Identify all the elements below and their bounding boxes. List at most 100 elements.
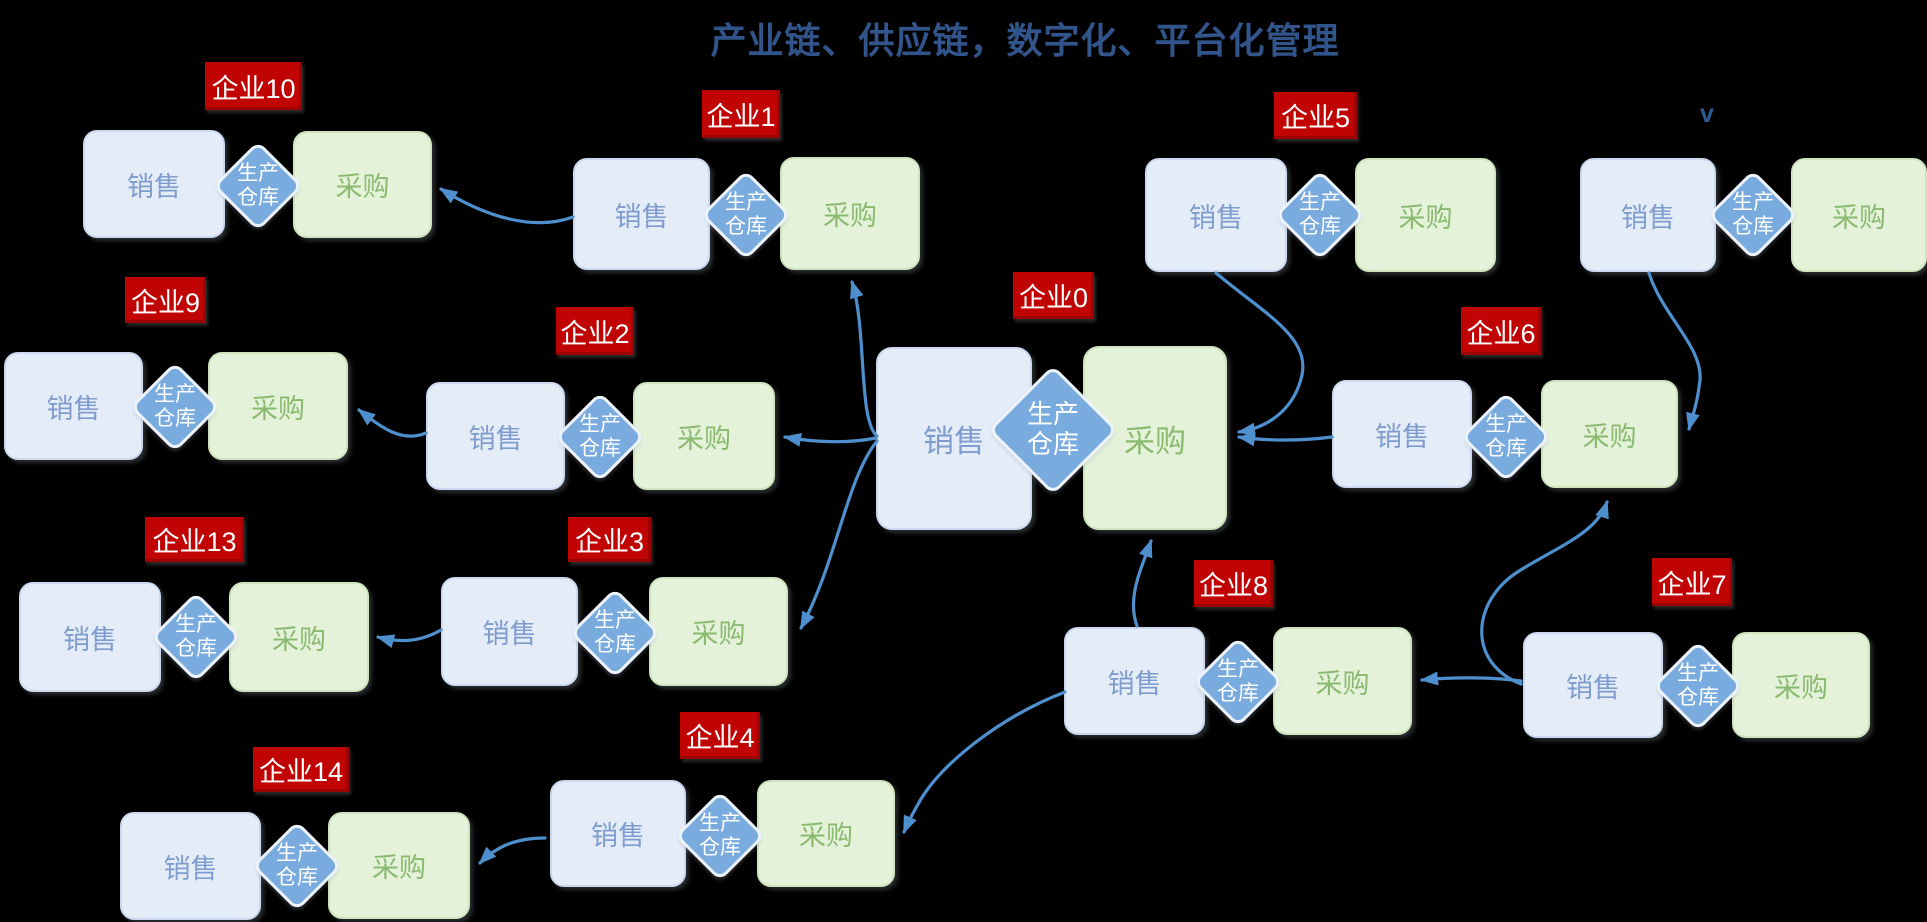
sales-box[interactable]: 销售 (1145, 158, 1287, 272)
enterprise-label-企业4[interactable]: 企业4 (680, 712, 760, 759)
production-warehouse-diamond[interactable]: 生产 仓库 (129, 361, 221, 453)
enterprise-label-text: 企业8 (1198, 571, 1269, 601)
sales-box[interactable]: 销售 (1064, 627, 1205, 735)
sales-box-label: 销售 (468, 423, 523, 454)
procurement-box-label: 采购 (1398, 202, 1453, 233)
arrow-企业8-销售-to-企业4-采购 (902, 690, 1067, 834)
page-title: 产业链、供应链，数字化、平台化管理 (710, 20, 1340, 61)
procurement-box[interactable]: 采购 (649, 577, 788, 686)
sales-box[interactable]: 销售 (1580, 158, 1716, 272)
sales-box[interactable]: 销售 (1332, 380, 1472, 488)
procurement-box[interactable]: 采购 (780, 157, 920, 270)
sales-box[interactable]: 销售 (550, 780, 686, 887)
production-warehouse-label: 生产 仓库 (579, 412, 621, 460)
production-warehouse-diamond[interactable]: 生产 仓库 (1707, 169, 1799, 261)
sales-box[interactable]: 销售 (120, 812, 261, 920)
production-warehouse-label: 生产 仓库 (1485, 412, 1527, 460)
production-warehouse-diamond[interactable]: 生产 仓库 (1192, 636, 1284, 728)
production-warehouse-label: 生产 仓库 (276, 841, 318, 889)
production-warehouse-diamond[interactable]: 生产 仓库 (212, 140, 304, 232)
production-warehouse-diamond[interactable]: 生产 仓库 (674, 790, 766, 882)
enterprise-label-text: 企业1 (706, 101, 776, 132)
sales-box-label: 销售 (1621, 202, 1675, 233)
enterprise-label-企业2[interactable]: 企业2 (556, 307, 634, 355)
procurement-box[interactable]: 采购 (1791, 158, 1927, 272)
procurement-box[interactable]: 采购 (633, 382, 775, 490)
enterprise-label-企业8[interactable]: 企业8 (1194, 560, 1273, 607)
arrow-企业0-销售-to-企业2-采购 (783, 433, 878, 447)
enterprise-label-企业5[interactable]: 企业5 (1274, 92, 1357, 139)
arrow-企业0-销售-to-企业3-采购 (799, 439, 879, 630)
enterprise-label-企业1[interactable]: 企业1 (702, 90, 780, 138)
production-warehouse-diamond[interactable]: 生产 仓库 (569, 587, 661, 679)
sales-box[interactable]: 销售 (441, 577, 578, 686)
sales-box-label: 销售 (923, 424, 985, 459)
enterprise-label-企业3[interactable]: 企业3 (568, 517, 651, 562)
enterprise-label-企业6[interactable]: 企业6 (1461, 307, 1541, 355)
procurement-box[interactable]: 采购 (1355, 158, 1496, 272)
enterprise-label-企业9[interactable]: 企业9 (125, 277, 206, 323)
procurement-box[interactable]: 采购 (293, 131, 432, 238)
production-warehouse-diamond[interactable]: 生产 仓库 (987, 364, 1119, 496)
enterprise-label-企业0[interactable]: 企业0 (1013, 272, 1094, 319)
production-warehouse-label: 生产 仓库 (594, 608, 636, 656)
production-warehouse-label: 生产 仓库 (1217, 657, 1259, 705)
production-warehouse-diamond[interactable]: 生产 仓库 (251, 820, 343, 912)
procurement-box[interactable]: 采购 (328, 812, 470, 919)
production-warehouse-diamond[interactable]: 生产 仓库 (1274, 169, 1366, 261)
procurement-box[interactable]: 采购 (229, 582, 369, 692)
procurement-box-label: 采购 (1582, 421, 1637, 452)
sales-box[interactable]: 销售 (83, 130, 225, 238)
production-warehouse-label: 生产 仓库 (1026, 399, 1079, 459)
sales-box[interactable]: 销售 (1523, 632, 1663, 738)
production-warehouse-label: 生产 仓库 (237, 161, 279, 209)
procurement-box[interactable]: 采购 (1083, 346, 1227, 530)
enterprise-label-text: 企业9 (130, 287, 201, 318)
arrow-企业2-销售-to-企业9-采购 (357, 408, 428, 438)
production-warehouse-diamond[interactable]: 生产 仓库 (1652, 640, 1744, 732)
sales-box-label: 销售 (46, 393, 101, 424)
production-warehouse-label: 生产 仓库 (175, 612, 217, 660)
enterprise-label-企业14[interactable]: 企业14 (253, 747, 349, 792)
procurement-box-label: 采购 (335, 172, 390, 202)
production-warehouse-diamond[interactable]: 生产 仓库 (1460, 391, 1552, 483)
enterprise-label-text: 企业5 (1280, 103, 1351, 133)
procurement-box[interactable]: 采购 (1273, 627, 1412, 735)
enterprise-label-text: 企业3 (574, 527, 645, 557)
enterprise-label-企业13[interactable]: 企业13 (145, 517, 244, 562)
sales-box[interactable]: 销售 (426, 382, 565, 490)
sales-box-label: 销售 (127, 171, 181, 202)
enterprise-label-企业7[interactable]: 企业7 (1652, 558, 1732, 606)
procurement-box-label: 采购 (677, 423, 731, 454)
enterprise-label-text: 企业14 (258, 757, 344, 787)
procurement-box[interactable]: 采购 (757, 780, 895, 887)
sales-box-label: 销售 (614, 201, 669, 232)
enterprise-label-text: 企业13 (152, 527, 237, 557)
production-warehouse-label: 生产 仓库 (154, 382, 196, 430)
production-warehouse-label: 生产 仓库 (725, 190, 767, 238)
procurement-box-label: 采购 (272, 624, 326, 655)
production-warehouse-label: 生产 仓库 (1299, 190, 1341, 238)
sales-box-label: 销售 (1375, 421, 1429, 452)
sales-box[interactable]: 销售 (573, 158, 710, 270)
enterprise-label-企业10[interactable]: 企业10 (205, 62, 302, 110)
sales-box[interactable]: 销售 (876, 347, 1032, 530)
production-warehouse-diamond[interactable]: 生产 仓库 (554, 391, 646, 483)
procurement-box[interactable]: 采购 (1541, 380, 1678, 488)
arrow-企业0-销售-to-企业1-采购 (850, 280, 879, 438)
procurement-box-label: 采购 (1832, 202, 1886, 233)
enterprise-label-text: 企业2 (560, 318, 630, 349)
sales-box[interactable]: 销售 (19, 582, 161, 692)
procurement-box[interactable]: 采购 (208, 352, 348, 460)
arrow-企业1-销售-to-企业10-采购 (439, 187, 575, 225)
sales-box-label: 销售 (591, 821, 645, 851)
procurement-box-label: 采购 (1124, 423, 1186, 459)
production-warehouse-label: 生产 仓库 (1677, 661, 1719, 709)
production-warehouse-diamond[interactable]: 生产 仓库 (700, 169, 792, 261)
production-warehouse-diamond[interactable]: 生产 仓库 (150, 591, 242, 683)
procurement-box-label: 采购 (799, 821, 853, 851)
arrow-企业4-销售-to-企业14-采购 (478, 836, 547, 865)
procurement-box[interactable]: 采购 (1732, 632, 1870, 738)
sales-box-label: 销售 (482, 619, 537, 649)
